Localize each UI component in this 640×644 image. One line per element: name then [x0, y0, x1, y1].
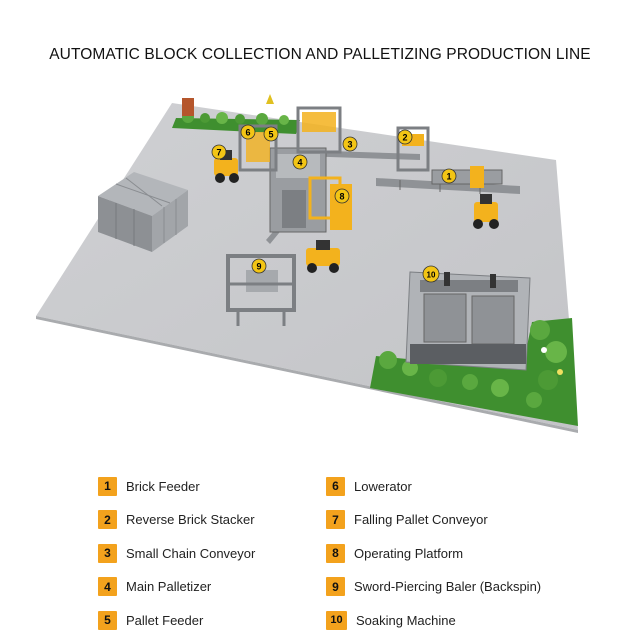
block-stacks [98, 172, 188, 252]
legend-label: Operating Platform [354, 545, 464, 561]
legend-item: 6 Lowerator [326, 476, 541, 496]
legend-number-badge: 6 [326, 476, 345, 496]
forklift-3 [473, 194, 499, 229]
legend-label: Small Chain Conveyor [126, 545, 256, 561]
marker-3: 3 [342, 136, 358, 152]
legend-number-badge: 8 [326, 543, 345, 563]
soaking-machine [405, 271, 531, 371]
marker-2: 2 [397, 129, 413, 145]
legend-number-badge: 1 [98, 476, 117, 496]
legend-item: 4 Main Palletizer [98, 577, 255, 597]
svg-text:2: 2 [402, 133, 407, 143]
legend-label: Falling Pallet Conveyor [354, 512, 488, 528]
legend-number-badge: 4 [98, 577, 117, 597]
legend-number-badge: 2 [98, 510, 117, 530]
svg-text:9: 9 [256, 262, 261, 272]
legend-number-badge: 9 [326, 577, 345, 597]
page-title: AUTOMATIC BLOCK COLLECTION AND PALLETIZI… [49, 46, 591, 63]
legend-item: 7 Falling Pallet Conveyor [326, 510, 541, 530]
svg-text:6: 6 [245, 128, 250, 138]
svg-text:1: 1 [446, 172, 451, 182]
grass-bottom-right [370, 318, 578, 426]
floor-edge [36, 316, 578, 433]
marker-4: 4 [292, 154, 308, 170]
forklift-2 [306, 240, 340, 273]
legend-label: Brick Feeder [126, 478, 200, 494]
svg-text:5: 5 [268, 130, 273, 140]
legend-label: Pallet Feeder [126, 612, 204, 628]
legend-label: Lowerator [354, 478, 412, 494]
legend-label: Main Palletizer [126, 579, 212, 595]
marker-7: 7 [211, 144, 227, 160]
marker-1: 1 [441, 168, 457, 184]
legend-number-badge: 3 [98, 543, 117, 563]
legend-number-badge: 7 [326, 510, 345, 530]
svg-text:7: 7 [216, 148, 221, 158]
legend-item: 2 Reverse Brick Stacker [98, 510, 255, 530]
svg-text:3: 3 [347, 140, 352, 150]
sword-piercing-baler [226, 254, 296, 326]
marker-8: 8 [334, 188, 350, 204]
legend-item: 9 Sword-Piercing Baler (Backspin) [326, 577, 541, 597]
legend-item: 5 Pallet Feeder [98, 610, 255, 630]
legend-item: 10 Soaking Machine [326, 610, 541, 630]
legend-label: Soaking Machine [356, 612, 456, 628]
legend-item: 1 Brick Feeder [98, 476, 255, 496]
legend-number-badge: 5 [98, 610, 117, 630]
legend-right-column: 6 Lowerator 7 Falling Pallet Conveyor 8 … [326, 476, 541, 644]
svg-text:10: 10 [427, 271, 436, 280]
forklift-1 [214, 150, 239, 183]
marker-5: 5 [263, 126, 279, 142]
factory-layout-illustration: 1 2 3 4 5 6 7 8 9 10 [36, 94, 578, 433]
legend-label: Sword-Piercing Baler (Backspin) [354, 579, 542, 595]
legend-number-badge: 10 [326, 610, 347, 630]
marker-10: 10 [422, 265, 440, 283]
marker-6: 6 [240, 124, 256, 140]
legend-item: 8 Operating Platform [326, 543, 541, 563]
marker-9: 9 [251, 258, 267, 274]
legend-left-column: 1 Brick Feeder 2 Reverse Brick Stacker 3… [98, 476, 255, 644]
svg-text:4: 4 [297, 158, 302, 168]
legend-item: 3 Small Chain Conveyor [98, 543, 255, 563]
svg-text:8: 8 [339, 192, 344, 202]
legend-label: Reverse Brick Stacker [126, 512, 255, 528]
